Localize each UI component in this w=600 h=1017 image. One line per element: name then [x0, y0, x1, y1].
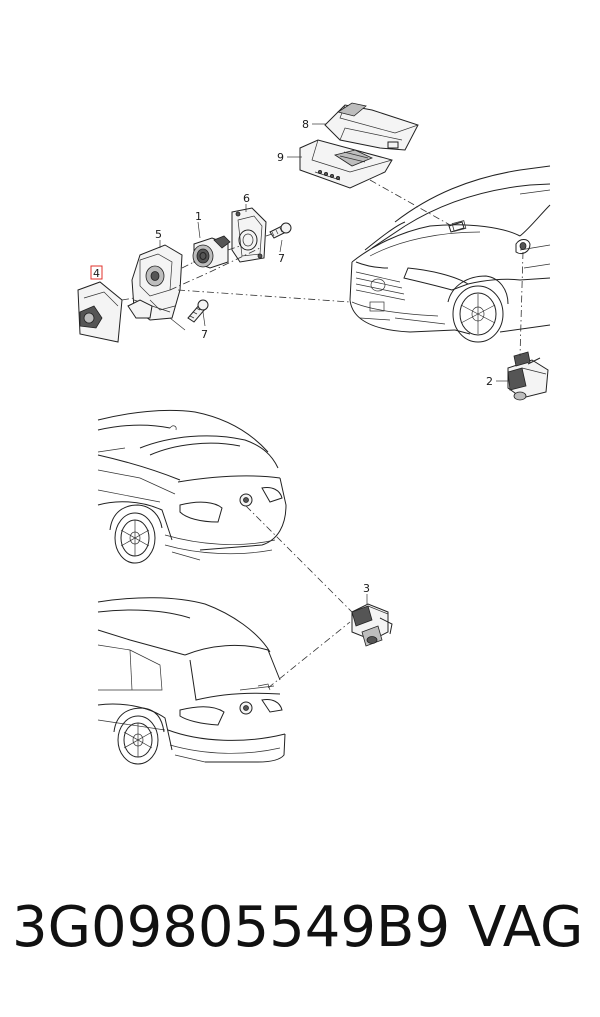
part-number-code: 3G09805549B9	[12, 895, 451, 960]
callout-4: 4	[93, 267, 100, 280]
part-5-bracket	[127, 244, 186, 331]
part-8-cover	[324, 102, 419, 151]
callout-8: 8	[302, 118, 309, 131]
callout-9: 9	[277, 151, 284, 164]
callout-5: 5	[155, 228, 162, 241]
part-4-trim-cover	[77, 281, 123, 343]
part-6-mount-plate	[231, 207, 267, 263]
part-3-rear-camera	[351, 603, 393, 647]
front-car-illustration	[349, 165, 551, 343]
part-7-screw-upper	[269, 222, 292, 239]
part-7-screw-lower	[187, 299, 209, 323]
part-2-side-camera	[507, 351, 549, 401]
part-number-footer: 3G09805549B9 VAG	[0, 895, 600, 985]
rear-sedan-illustration	[97, 409, 287, 564]
callout-7-lower: 7	[201, 328, 208, 341]
part-9-module	[299, 139, 393, 189]
callout-3: 3	[363, 582, 370, 595]
callout-1: 1	[195, 210, 202, 223]
part-1-camera	[192, 235, 231, 269]
brand-label: VAG	[468, 895, 584, 960]
callout-7-upper: 7	[278, 252, 285, 265]
callout-6: 6	[243, 192, 250, 205]
callout-2: 2	[486, 375, 493, 388]
rear-wagon-illustration	[97, 597, 286, 765]
